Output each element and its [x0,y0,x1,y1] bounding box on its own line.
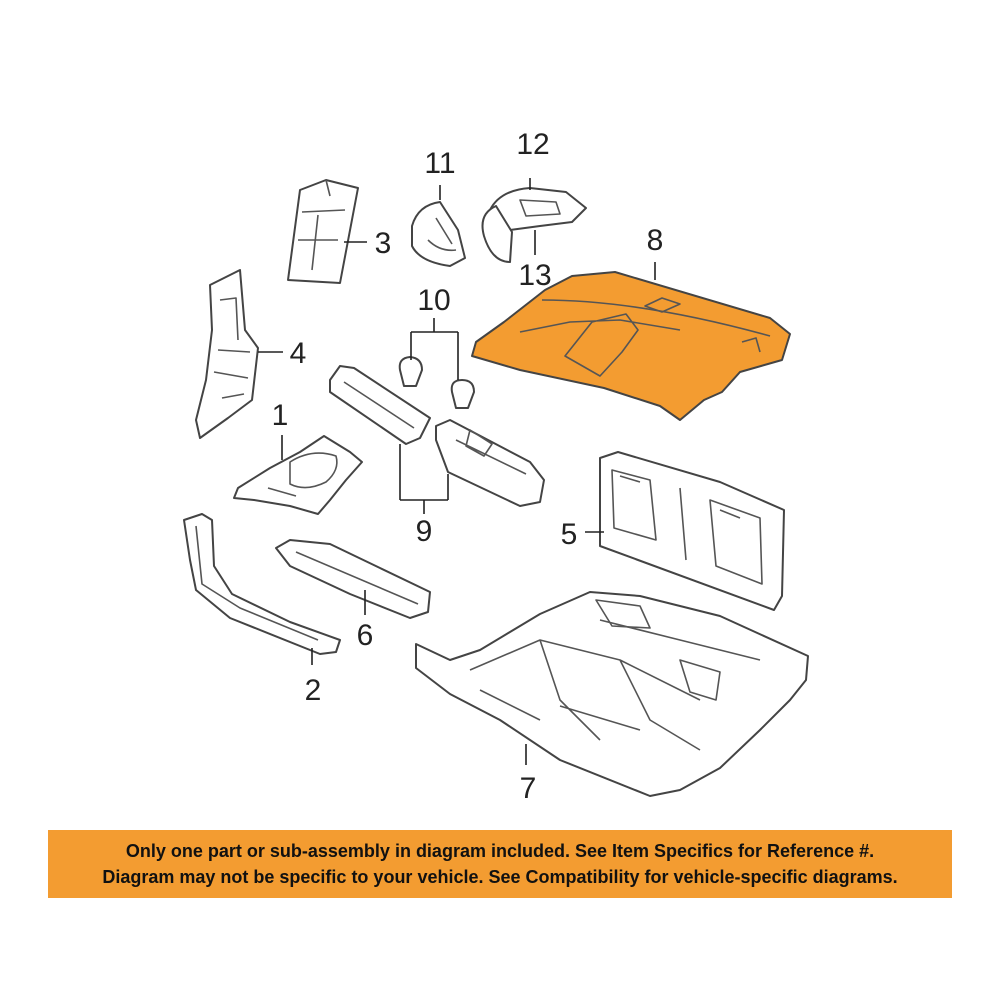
callout-10: 10 [417,284,450,317]
part-12-bracket [481,187,587,263]
part-1-trim-panel [233,435,363,515]
callout-13: 13 [518,259,551,292]
callout-3: 3 [375,227,392,260]
part-10-clips [398,356,475,409]
callout-1: 1 [272,399,289,432]
part-6-scuff-plate [275,539,431,619]
callout-6: 6 [357,619,374,652]
callout-5: 5 [561,518,578,551]
callout-8: 8 [647,224,664,257]
disclaimer-line-2: Diagram may not be specific to your vehi… [102,867,898,887]
callout-2: 2 [305,674,322,707]
callout-9: 9 [416,515,433,548]
callout-4: 4 [290,337,307,370]
callout-7: 7 [520,772,537,805]
callout-11: 11 [424,147,455,180]
part-4-pillar-trim [195,269,259,439]
part-5-rear-bulkhead [599,451,785,611]
part-7-floor-pan [415,591,809,797]
callout-12: 12 [516,128,549,161]
leader-lines [258,178,656,765]
part-3-pillar-trim [287,179,359,284]
part-8-rear-panel-highlighted [471,271,791,421]
callout-labels: 1 2 3 4 5 6 7 8 9 10 11 12 13 [272,128,664,805]
disclaimer-line-1: Only one part or sub-assembly in diagram… [125,841,875,861]
part-11-bracket [411,201,466,267]
disclaimer-banner: Only one part or sub-assembly in diagram… [48,830,952,898]
part-9-sill-plates [329,365,545,507]
part-2-sill-molding [183,513,341,655]
